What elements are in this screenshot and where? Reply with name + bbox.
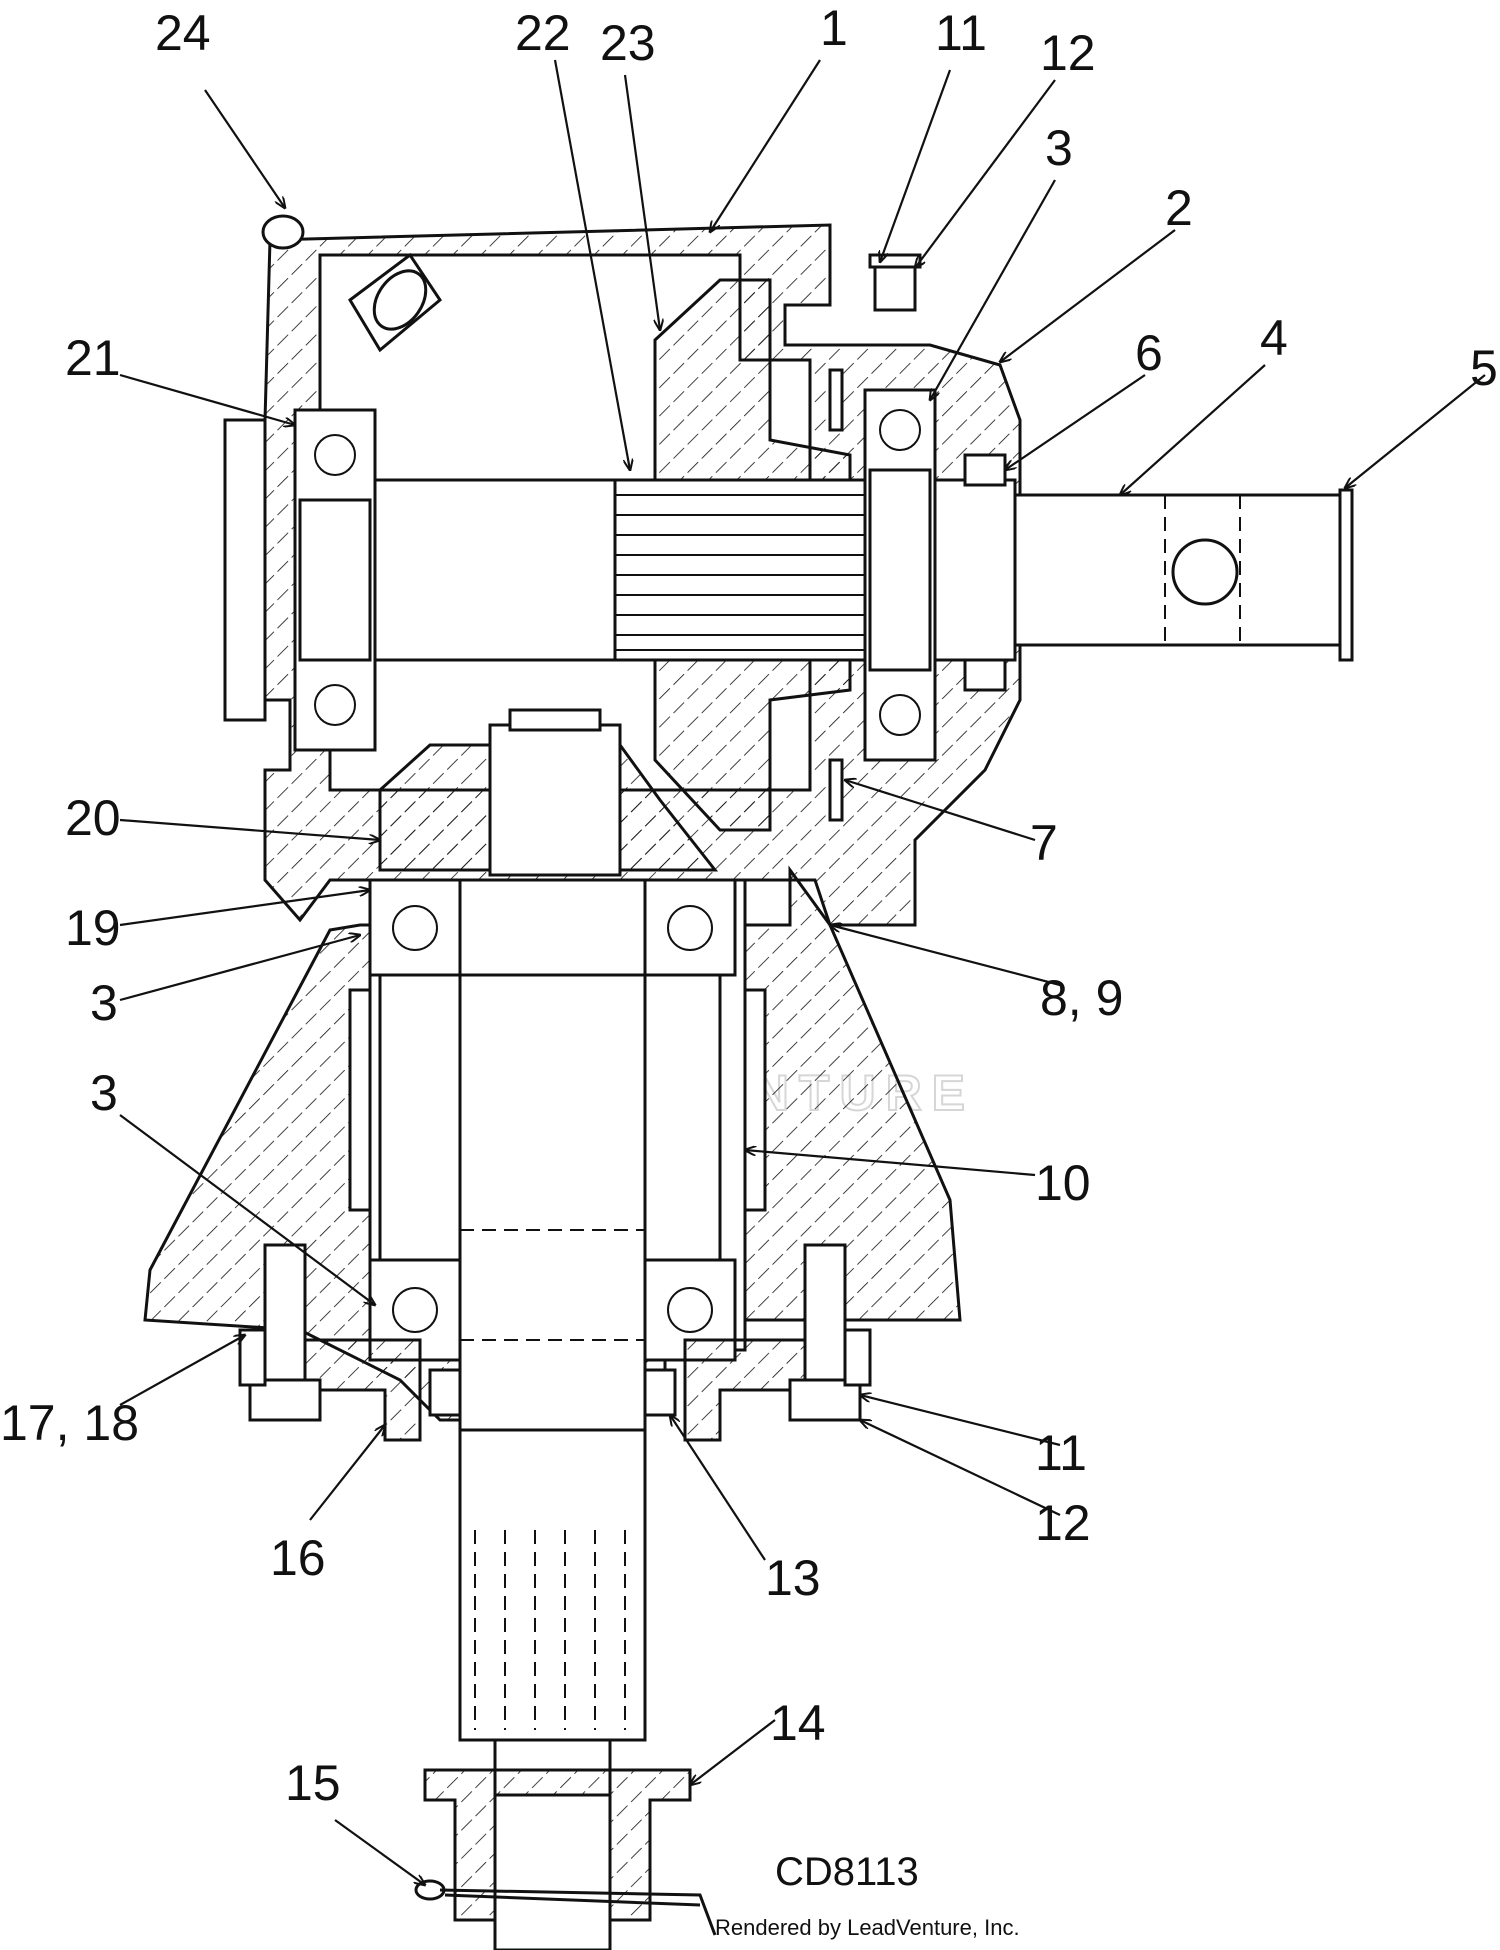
leader-lines: [119, 59, 1486, 1885]
drawing-code: CD8113: [775, 1850, 919, 1894]
retainer-and-seals: [298, 1338, 812, 1442]
oil-seal-13-right: [643, 1368, 677, 1417]
callout-1: 1: [820, 0, 848, 56]
callout-3-top: 3: [1045, 120, 1073, 176]
callout-7: 7: [1030, 815, 1058, 871]
callout-10: 10: [1035, 1155, 1091, 1211]
callout-13: 13: [765, 1550, 821, 1606]
shim-7-bottom: [828, 758, 844, 822]
callout-labels: 24 22 23 1 11 12 3 2 21 6 4 5 20 7 19 3 …: [0, 0, 1498, 1811]
cotter-pin-eye: [414, 1879, 446, 1901]
hub-and-cotter-pin: [414, 1768, 717, 1936]
callout-11-top: 11: [935, 5, 987, 61]
callout-24: 24: [155, 5, 211, 61]
callout-12-top: 12: [1040, 25, 1096, 81]
callout-2: 2: [1165, 180, 1193, 236]
callout-3-mid: 3: [90, 975, 118, 1031]
bottom-bolts: [238, 1243, 872, 1422]
cotter-pin-legs: [439, 1888, 717, 1936]
callout-11-bottom: 11: [1035, 1425, 1087, 1481]
callout-15: 15: [285, 1755, 341, 1811]
callout-5: 5: [1470, 340, 1498, 396]
callout-4: 4: [1260, 310, 1288, 366]
callout-12-bottom: 12: [1035, 1495, 1091, 1551]
oil-seal-13-left: [428, 1368, 462, 1417]
bearing-21: [223, 408, 377, 752]
grease-fitting: [261, 214, 305, 250]
shim-7-top: [828, 368, 844, 432]
right-bearing: [828, 368, 1007, 822]
bolt-top: [873, 263, 917, 312]
callout-8-9: 8, 9: [1040, 970, 1123, 1026]
callout-23: 23: [600, 15, 656, 71]
output-shaft-splines: [474, 1530, 626, 1730]
callout-21: 21: [65, 330, 121, 386]
oil-seal-6-bottom: [963, 658, 1007, 692]
output-shaft: [458, 878, 647, 1950]
callout-3-lower: 3: [90, 1065, 118, 1121]
oil-seal-6-top: [963, 453, 1007, 487]
output-bevel-gear: [378, 708, 719, 877]
callout-19: 19: [65, 900, 121, 956]
render-credit: Rendered by LeadVenture, Inc.: [715, 1915, 1020, 1940]
callout-17-18: 17, 18: [0, 1395, 139, 1451]
callout-16: 16: [270, 1530, 326, 1586]
vent-plug: [348, 252, 442, 353]
callout-14: 14: [770, 1695, 826, 1751]
shaft-cross-hole: [1171, 538, 1239, 606]
pinion-splines: [613, 478, 867, 662]
callout-22: 22: [515, 5, 571, 61]
output-bearing-upper: [368, 878, 737, 977]
callout-6: 6: [1135, 325, 1163, 381]
snap-ring-5: [1338, 488, 1354, 662]
bevel-pinion-gear: [613, 278, 867, 832]
callout-20: 20: [65, 790, 121, 846]
